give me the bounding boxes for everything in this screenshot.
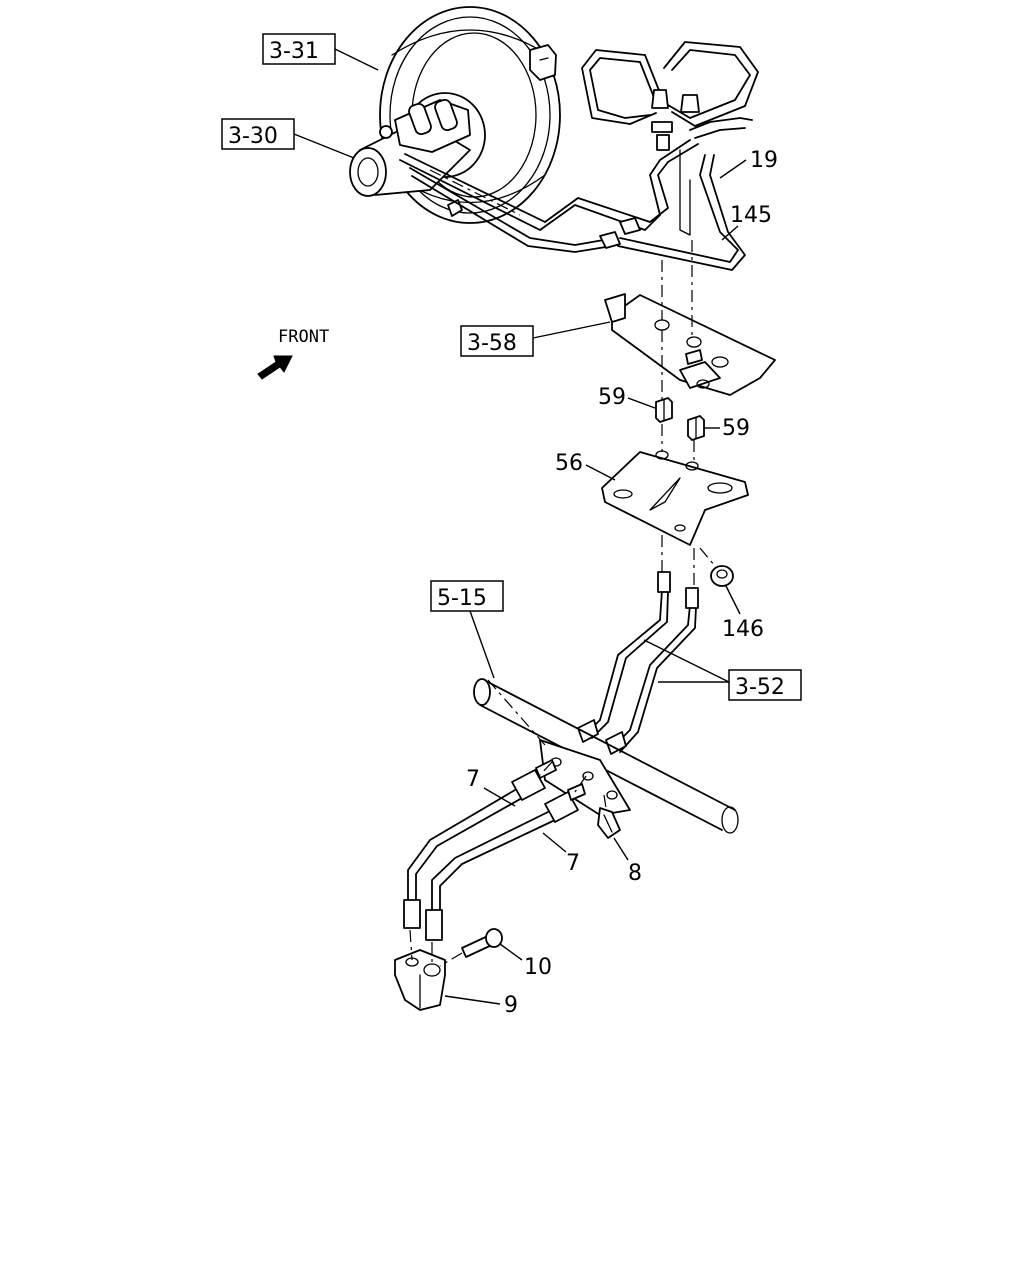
part-7-lower-label: 7 <box>566 851 580 876</box>
part-59-right-label: 59 <box>722 416 750 441</box>
ref-box-3-30[interactable]: 3-30 <box>221 118 355 159</box>
part-56-label: 56 <box>555 451 583 476</box>
part-19-label: 19 <box>750 148 778 173</box>
callout-145: 145 <box>721 203 772 241</box>
callout-56: 56 <box>555 451 616 481</box>
callout-9: 9 <box>444 993 518 1018</box>
callout-8: 8 <box>613 837 642 886</box>
callout-7-upper: 7 <box>466 767 516 807</box>
callout-59-right: 59 <box>704 416 750 441</box>
front-label: FRONT <box>278 327 329 347</box>
junction-block-9 <box>394 949 446 1011</box>
clip-8 <box>597 807 621 839</box>
brake-pipes-upper <box>399 139 746 271</box>
washer-146 <box>710 565 734 587</box>
part-145-label: 145 <box>730 203 772 228</box>
front-orientation: FRONT <box>257 327 329 380</box>
nut-59-left <box>655 397 673 423</box>
pipe-19-coiled <box>581 41 759 236</box>
front-arrow-icon <box>257 355 293 380</box>
alignment-lines <box>409 169 716 967</box>
master-cylinder <box>349 98 471 197</box>
pipes-3-52 <box>577 571 699 755</box>
ref-3-30-text: 3-30 <box>228 124 278 149</box>
part-8-label: 8 <box>628 861 642 886</box>
callout-59-left: 59 <box>598 385 656 410</box>
callout-19: 19 <box>719 148 778 179</box>
ref-box-3-52[interactable]: 3-52 <box>643 639 802 701</box>
part-59-left-label: 59 <box>598 385 626 410</box>
part-10-label: 10 <box>524 955 552 980</box>
ref-3-58-text: 3-58 <box>467 331 517 356</box>
callout-10: 10 <box>499 943 552 980</box>
part-7-upper-label: 7 <box>466 767 480 792</box>
ref-3-31-text: 3-31 <box>269 39 319 64</box>
ref-box-3-31[interactable]: 3-31 <box>262 33 379 71</box>
nut-59-right <box>687 415 705 441</box>
ref-3-52-text: 3-52 <box>735 675 785 700</box>
bracket-3-58 <box>604 293 776 396</box>
part-9-label: 9 <box>504 993 518 1018</box>
part-146-label: 146 <box>722 617 764 642</box>
callout-7-lower: 7 <box>542 832 580 876</box>
callout-146: 146 <box>722 585 764 642</box>
bracket-56 <box>601 450 749 546</box>
ref-box-3-58[interactable]: 3-58 <box>460 321 611 357</box>
flexible-hoses-7 <box>403 759 586 941</box>
bolt-10 <box>461 928 503 958</box>
ref-box-5-15[interactable]: 5-15 <box>430 580 504 679</box>
ref-5-15-text: 5-15 <box>437 586 487 611</box>
